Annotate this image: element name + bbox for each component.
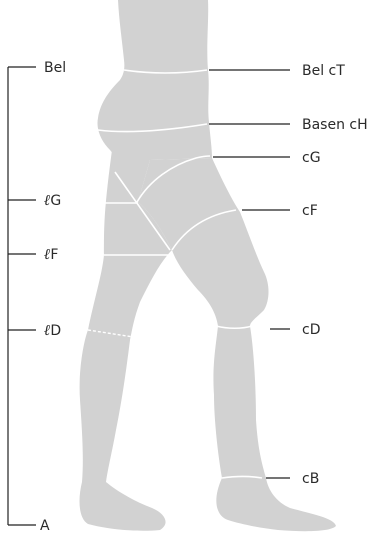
- label-lg-letter: G: [50, 193, 61, 209]
- label-bel: Bel: [44, 60, 66, 76]
- body-silhouette: [80, 0, 336, 531]
- label-a: A: [40, 518, 50, 534]
- left-scale: [8, 67, 36, 525]
- label-cb: cB: [302, 471, 319, 487]
- label-lg: ℓG: [44, 191, 61, 209]
- torso-shape: [98, 0, 213, 162]
- label-basen-ch: Basen cH: [302, 117, 368, 133]
- label-cg: cG: [302, 150, 321, 166]
- left-labels: Bel ℓG ℓF ℓD A: [40, 60, 66, 534]
- right-labels: Bel cT Basen cH cG cF cD cB: [302, 63, 368, 487]
- label-lf: ℓF: [44, 245, 58, 263]
- label-ld: ℓD: [44, 321, 61, 339]
- label-ld-letter: D: [50, 323, 61, 339]
- label-bel-ct: Bel cT: [302, 63, 345, 79]
- label-cd: cD: [302, 322, 320, 338]
- label-lf-letter: F: [50, 247, 58, 263]
- label-cf: cF: [302, 203, 318, 219]
